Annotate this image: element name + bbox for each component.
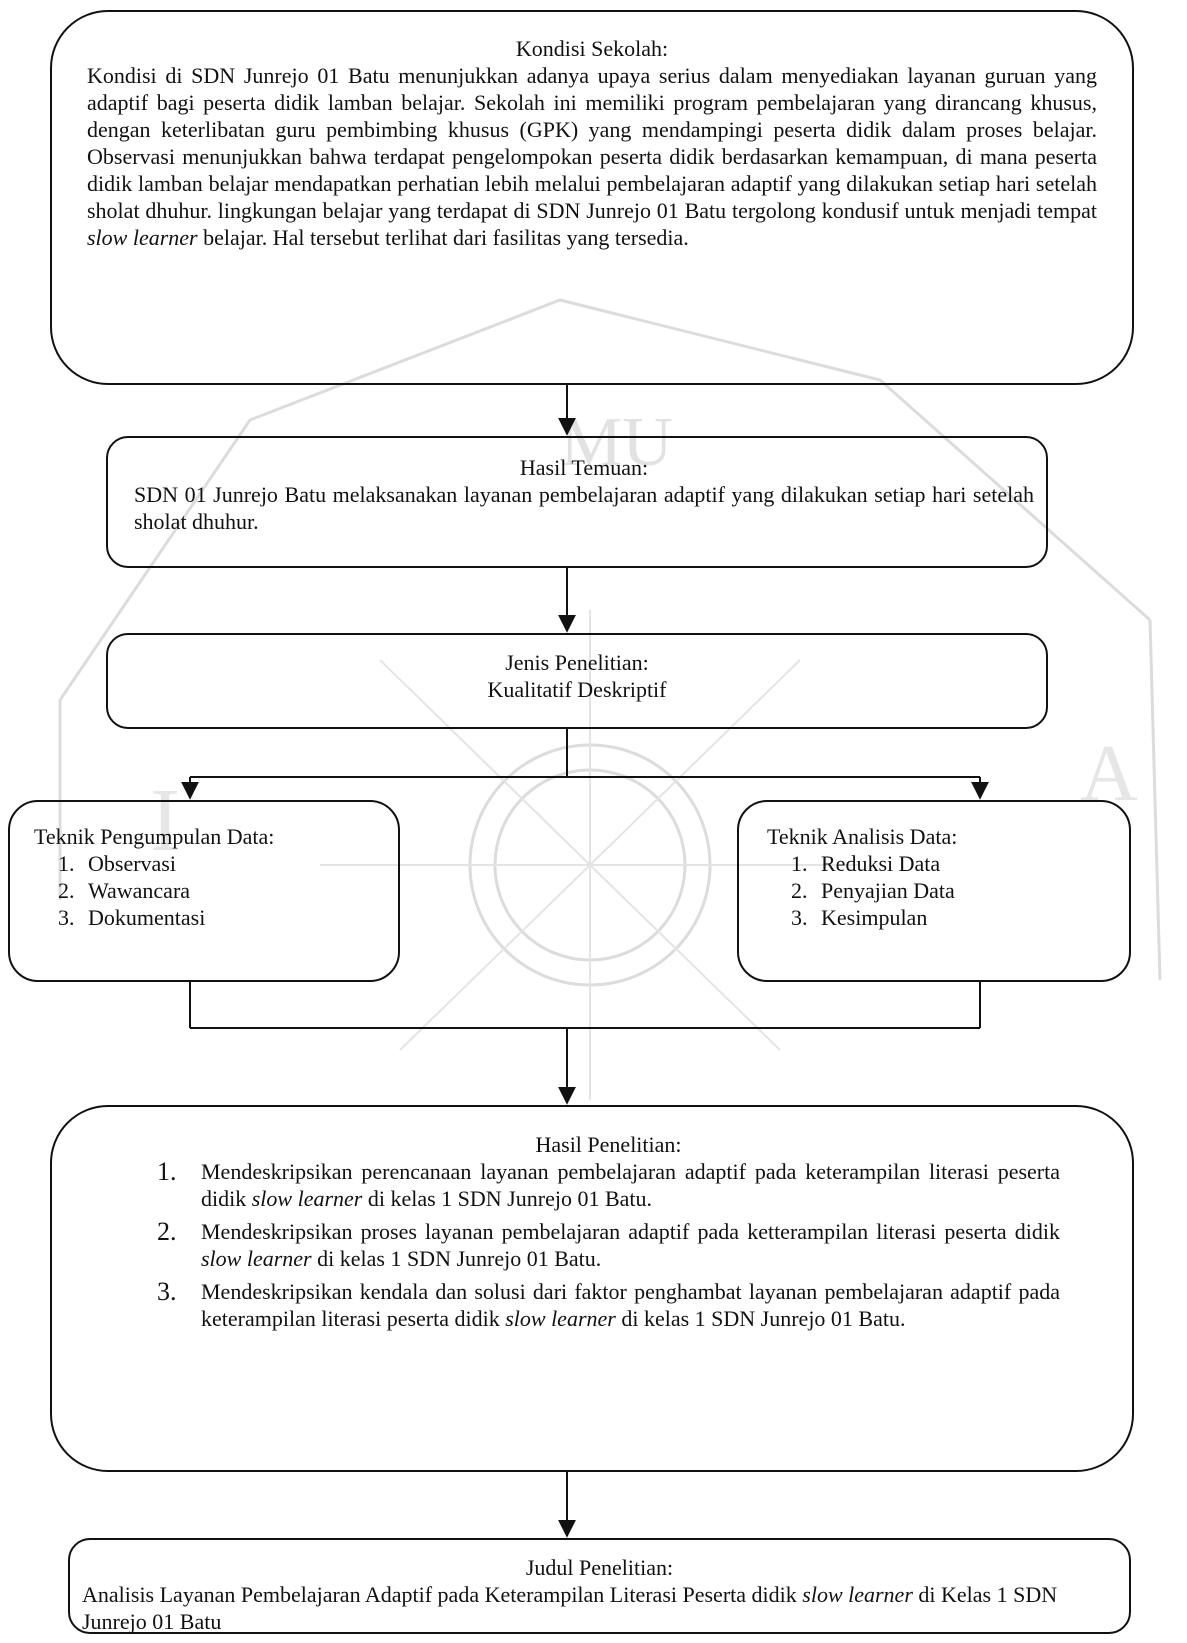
jenis-heading: Jenis Penelitian: [505,650,649,675]
hasil-heading: Hasil Penelitian: [535,1132,682,1157]
teknik-analisis-box: Teknik Analisis Data: 1. Reduksi Data 2. P… [737,800,1131,982]
list-label: Penyajian Data [821,878,955,903]
list-item: 2. Wawancara [58,877,384,904]
pengumpulan-heading: Teknik Pengumpulan Data: [34,824,275,849]
judul-text: Analisis Layanan Pembelajaran Adaptif pa… [82,1582,1058,1634]
kondisi-heading: Kondisi Sekolah: [515,36,669,61]
list-label: Kesimpulan [821,905,928,930]
temuan-heading: Hasil Temuan: [519,455,649,480]
analisis-list: 1. Reduksi Data 2. Penyajian Data 3. Kesimp… [767,850,1115,931]
list-text: Mendeskripsikan kendala dan solusi dari … [201,1279,1060,1331]
seal-letters: MU [560,404,673,481]
list-number: 2. [58,878,75,903]
list-item: 1. Reduksi Data [791,850,1115,877]
list-number: 3. [58,905,75,930]
kondisi-text-main: Kondisi di SDN Junrejo 01 Batu menunjukk… [87,63,1097,223]
kondisi-sekolah-box: Kondisi Sekolah: Kondisi di SDN Junrejo … [50,10,1134,385]
list-number: 3. [157,1277,177,1306]
teknik-pengumpulan-box: Teknik Pengumpulan Data: 1. Observasi 2. W… [8,800,400,982]
hasil-temuan-box: Hasil Temuan: SDN 01 Junrejo Batu melaks… [106,436,1048,568]
jenis-text: Kualitatif Deskriptif [487,677,667,702]
list-text: Mendeskripsikan perencanaan layanan pemb… [201,1159,1060,1211]
list-text: Mendeskripsikan proses layanan pembelaja… [201,1219,1060,1271]
list-label: Observasi [88,851,176,876]
list-item: 2. Mendeskripsikan proses layanan pembela… [157,1218,1060,1272]
list-item: 1. Mendeskripsikan perencanaan layanan pe… [157,1158,1060,1212]
kondisi-text-tail: belajar. Hal tersebut terlihat dari fasi… [197,225,689,250]
list-number: 3. [791,905,808,930]
list-item: 3. Kesimpulan [791,904,1115,931]
list-label: Wawancara [88,878,191,903]
list-number: 2. [791,878,808,903]
seal-outer-edge [58,298,1151,701]
list-label: Dokumentasi [88,905,206,930]
list-label: Reduksi Data [821,851,941,876]
judul-penelitian-box: Judul Penelitian: Analisis Layanan Pembe… [68,1538,1131,1634]
hasil-list: 1. Mendeskripsikan perencanaan layanan pe… [157,1158,1060,1332]
pengumpulan-list: 1. Observasi 2. Wawancara 3. Dokumentasi [34,850,384,931]
list-number: 1. [791,851,808,876]
list-number: 1. [157,1157,177,1186]
kondisi-text-italic: slow learner [87,225,198,250]
list-item: 1. Observasi [58,850,384,877]
kondisi-text: Kondisi di SDN Junrejo 01 Batu menunjukk… [87,62,1097,251]
list-number: 2. [157,1217,177,1246]
list-item: 2. Penyajian Data [791,877,1115,904]
analisis-heading: Teknik Analisis Data: [767,824,958,849]
jenis-penelitian-box: Jenis Penelitian: Kualitatif Deskriptif [106,633,1048,729]
list-item: 3. Dokumentasi [58,904,384,931]
judul-heading: Judul Penelitian: [525,1555,674,1580]
svg-text:I: I [150,771,180,870]
list-item: 3. Mendeskripsikan kendala dan solusi dar… [157,1278,1060,1332]
hasil-penelitian-box: Hasil Penelitian: 1. Mendeskripsikan pere… [50,1105,1134,1472]
temuan-text: SDN 01 Junrejo Batu melaksanakan layanan… [134,482,1034,534]
list-number: 1. [58,851,75,876]
seal-right-edge [1148,619,1162,981]
